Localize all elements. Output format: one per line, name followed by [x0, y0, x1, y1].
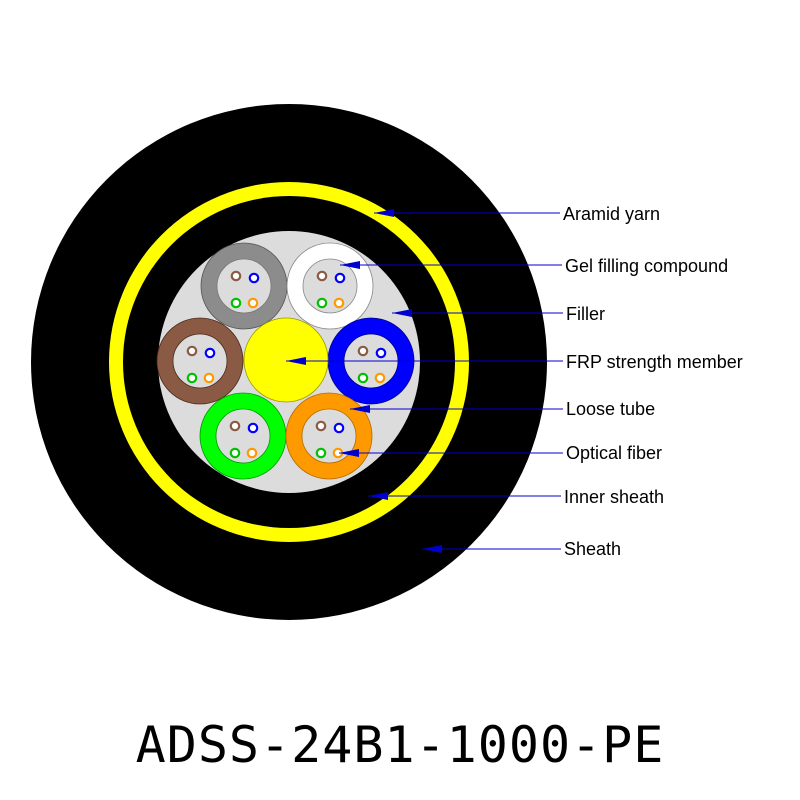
optical-fiber	[247, 297, 259, 309]
optical-fiber	[333, 422, 345, 434]
optical-fiber	[315, 420, 327, 432]
optical-fiber	[316, 270, 328, 282]
arrowhead-filler	[392, 309, 412, 317]
frp-strength-member	[243, 317, 329, 403]
cable-model-title: ADSS-24B1-1000-PE	[136, 716, 665, 774]
optical-fiber	[203, 372, 215, 384]
loose-tube-green	[199, 392, 287, 480]
arrowhead-optical-fiber	[339, 449, 359, 457]
optical-fiber	[186, 345, 198, 357]
optical-fiber	[316, 297, 328, 309]
optical-fiber	[229, 420, 241, 432]
optical-fiber	[246, 447, 258, 459]
loose-tube-brown	[156, 317, 244, 405]
label-optical-fiber: Optical fiber	[566, 443, 662, 463]
optical-fiber	[247, 422, 259, 434]
optical-fiber	[357, 372, 369, 384]
optical-fiber	[229, 447, 241, 459]
arrowhead-frp-strength-member	[286, 357, 306, 365]
optical-fiber	[357, 345, 369, 357]
label-filler: Filler	[566, 304, 605, 324]
label-inner-sheath: Inner sheath	[564, 487, 664, 507]
optical-fiber	[230, 297, 242, 309]
label-aramid-yarn: Aramid yarn	[563, 204, 660, 224]
optical-fiber	[248, 272, 260, 284]
optical-fibers	[186, 270, 387, 459]
optical-fiber	[315, 447, 327, 459]
loose-tube-grey	[200, 242, 288, 330]
optical-fiber	[374, 372, 386, 384]
arrowhead-sheath	[422, 545, 442, 553]
label-loose-tube: Loose tube	[566, 399, 655, 419]
loose-tube-white	[286, 242, 374, 330]
leader-lines	[286, 209, 563, 553]
optical-fiber	[230, 270, 242, 282]
arrowhead-inner-sheath	[368, 492, 388, 500]
label-gel-filling-compound: Gel filling compound	[565, 256, 728, 276]
optical-fiber	[333, 297, 345, 309]
optical-fiber	[334, 272, 346, 284]
optical-fiber	[204, 347, 216, 359]
arrowhead-loose-tube	[350, 405, 370, 413]
optical-fiber	[186, 372, 198, 384]
optical-fiber	[375, 347, 387, 359]
loose-tube-orange	[285, 392, 373, 480]
arrowhead-aramid-yarn	[374, 209, 394, 217]
label-sheath: Sheath	[564, 539, 621, 559]
arrowhead-gel-filling-compound	[340, 261, 360, 269]
label-frp-strength-member: FRP strength member	[566, 352, 743, 372]
